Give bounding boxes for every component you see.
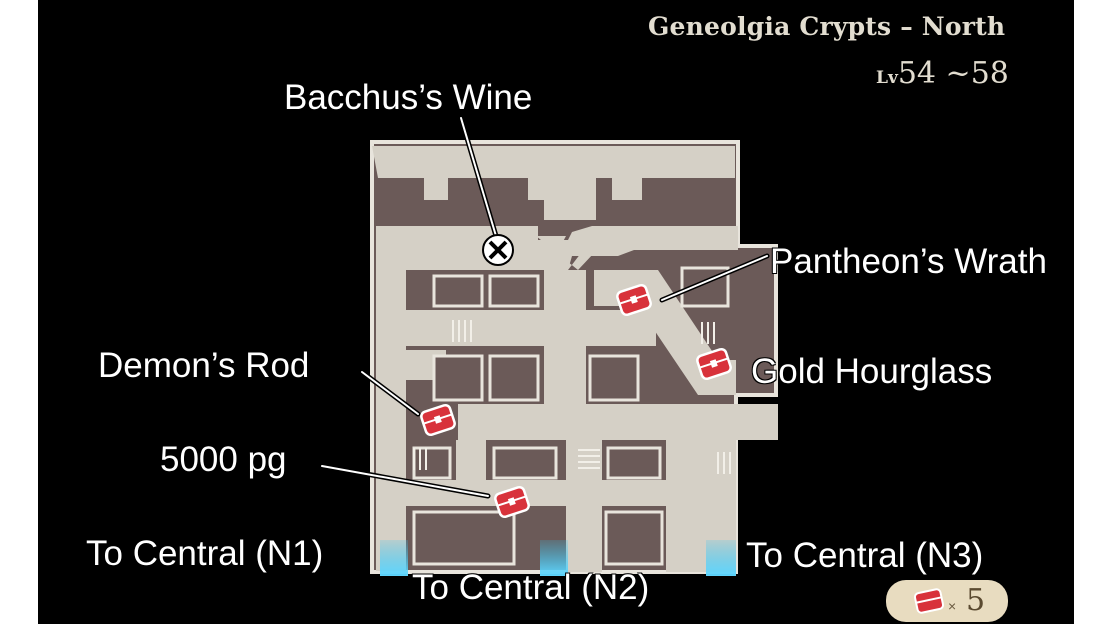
label-5000-pg: 5000 pg (160, 440, 287, 479)
corridor-row-2 (376, 310, 656, 346)
area-name: Geneolgia Crypts – North (648, 12, 1006, 41)
treasure-chest-icon-pantheon[interactable] (616, 284, 652, 316)
exit-portal-icon-n3[interactable] (706, 540, 736, 576)
label-pantheon-wrath: Pantheon’s Wrath (770, 242, 1047, 281)
treasure-chest-icon-5000pg[interactable] (494, 486, 530, 518)
chest-multiplier: × (948, 598, 957, 614)
exit-portal-icon-n1[interactable] (380, 540, 408, 576)
label-exit-n1: To Central (N1) (86, 534, 324, 573)
level-range: Lv54 ~58 (876, 56, 1009, 91)
label-gold-hourglass: Gold Hourglass (751, 352, 993, 391)
map-screen: Geneolgia Crypts – North Lv54 ~58 Bacchu… (38, 0, 1074, 624)
chest-counter: × 5 (886, 580, 1008, 622)
dungeon-map (319, 115, 778, 576)
chest-count: 5 (966, 583, 986, 618)
exit-portal-icon-n2[interactable] (540, 540, 568, 576)
x-mark-icon[interactable] (482, 234, 514, 266)
corridor-top (372, 146, 735, 220)
stairs (413, 320, 731, 474)
corridor-row-3 (458, 404, 778, 440)
level-range-value: 54 ~58 (897, 56, 1009, 91)
treasure-chest-icon-demon-rod[interactable] (420, 404, 456, 436)
treasure-chest-icon (913, 588, 945, 614)
label-exit-n3: To Central (N3) (746, 536, 984, 575)
leader-lines-inner (321, 117, 768, 497)
treasure-chest-icon-hourglass[interactable] (696, 348, 732, 380)
rooms (412, 266, 730, 566)
label-demon-rod: Demon’s Rod (98, 346, 310, 385)
level-prefix: Lv (876, 68, 898, 88)
label-bacchus-wine: Bacchus’s Wine (284, 78, 533, 117)
label-exit-n2: To Central (N2) (412, 568, 650, 607)
chest-counter-background (886, 580, 1008, 622)
